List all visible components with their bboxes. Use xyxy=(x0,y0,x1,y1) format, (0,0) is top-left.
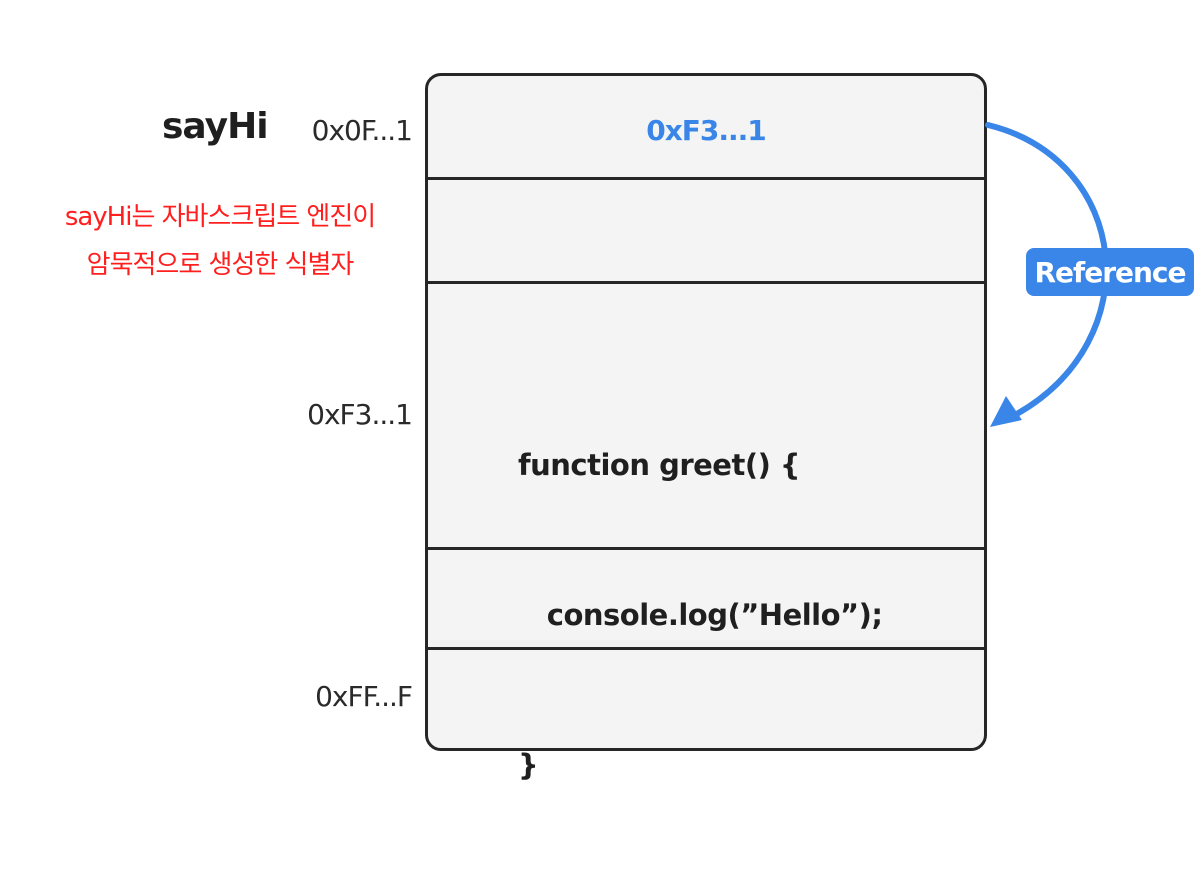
code-line: function greet() { xyxy=(518,448,801,482)
identifier-address: 0x0F...1 xyxy=(311,114,413,147)
end-address: 0xFF...F xyxy=(315,680,413,713)
identifier-note-line2: 암묵적으로 생성한 식별자 xyxy=(86,250,355,280)
identifier-note-line1: sayHi는 자바스크립트 엔진이 xyxy=(64,202,376,232)
reference-badge: Reference xyxy=(1026,248,1194,296)
memory-divider xyxy=(428,547,984,550)
identifier-label: sayHi xyxy=(162,106,269,147)
code-line: console.log(”Hello”); xyxy=(518,598,883,632)
memory-divider xyxy=(428,647,984,650)
reference-arrow xyxy=(985,122,1110,427)
memory-block: 0xF3...1 function greet() { console.log(… xyxy=(425,73,987,782)
code-line: } xyxy=(518,748,539,782)
memory-divider xyxy=(428,281,984,284)
stored-reference-value: 0xF3...1 xyxy=(646,114,767,147)
function-address: 0xF3...1 xyxy=(307,398,413,431)
memory-divider xyxy=(428,177,984,180)
reference-arrow-head xyxy=(990,396,1022,427)
function-code: function greet() { console.log(”Hello”);… xyxy=(518,340,883,890)
